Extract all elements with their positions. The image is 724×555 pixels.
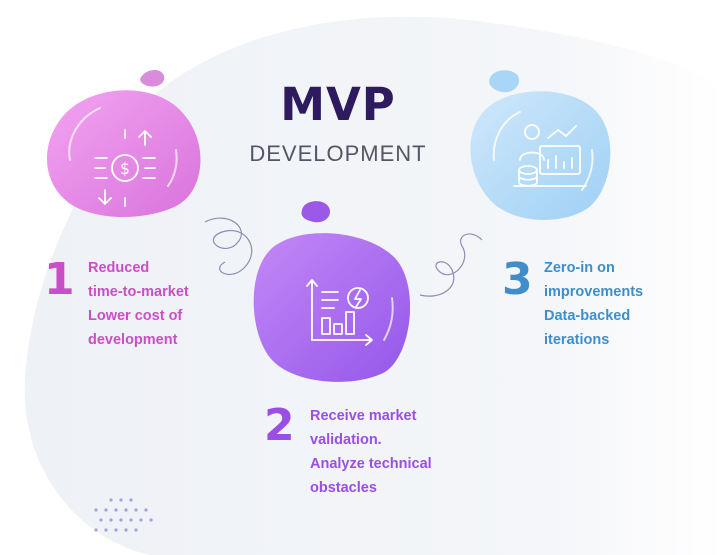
step-3-line-4: iterations xyxy=(544,332,610,348)
squiggle-right xyxy=(419,233,483,297)
step-2-line-3: Analyze technical xyxy=(310,456,432,472)
blob-step-1 xyxy=(46,90,201,218)
step-1-line-4: development xyxy=(88,332,178,348)
step-1-text: Reduced time-to-market Lower cost of dev… xyxy=(88,256,189,352)
step-1-number: 1 xyxy=(44,254,75,305)
data-analyst-icon xyxy=(513,124,587,187)
accent-blob-purple xyxy=(301,201,331,223)
step-2-line-4: obstacles xyxy=(310,480,377,496)
money-exchange-icon: $ xyxy=(94,129,156,207)
step-2-line-1: Receive market xyxy=(310,408,417,424)
step-1-line-3: Lower cost of xyxy=(88,308,183,324)
page-subtitle: DEVELOPMENT xyxy=(249,141,427,166)
dot-pattern xyxy=(94,498,153,532)
step-3-text: Zero-in on improvements Data-backed iter… xyxy=(544,256,643,352)
step-1-line-2: time-to-market xyxy=(88,284,189,300)
svg-text:$: $ xyxy=(120,159,130,178)
step-2-text: Receive market validation. Analyze techn… xyxy=(310,404,432,500)
squiggle-left xyxy=(204,217,253,275)
accent-blob-blue xyxy=(489,70,520,93)
step-3-line-3: Data-backed xyxy=(544,308,631,324)
step-1-line-1: Reduced xyxy=(88,260,150,276)
step-3-line-1: Zero-in on xyxy=(544,260,615,276)
page-title: MVP xyxy=(280,78,396,131)
step-3-number: 3 xyxy=(502,254,533,305)
step-2-line-2: validation. xyxy=(310,432,382,448)
growth-chart-icon xyxy=(306,279,373,346)
step-3-line-2: improvements xyxy=(544,284,644,300)
step-2-number: 2 xyxy=(264,400,295,451)
accent-blob-pink xyxy=(140,70,165,87)
